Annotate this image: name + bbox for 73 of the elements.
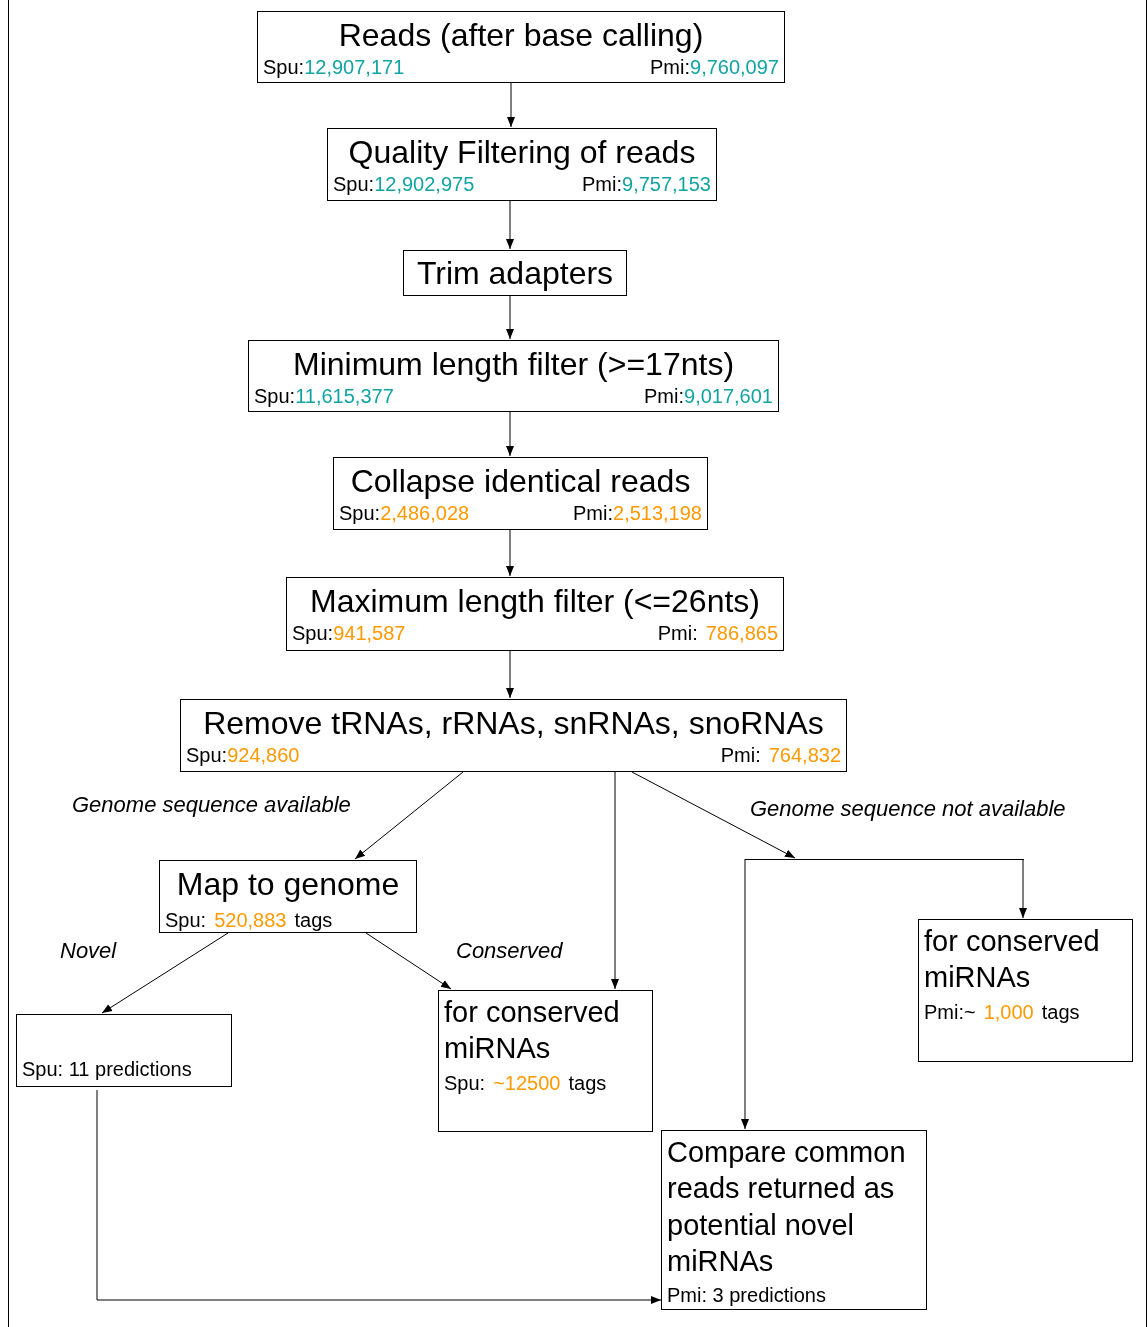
read-count: 2,513,198 [613, 501, 702, 526]
read-count: 12,902,975 [374, 172, 475, 197]
arrow [354, 771, 464, 860]
step-title: Reads (after base calling) [337, 16, 705, 55]
process-box [180, 699, 847, 772]
count-label: Pmi:~ [924, 999, 976, 1025]
count-label: Spu: [444, 1070, 486, 1096]
arrow [506, 411, 514, 457]
arrow [506, 200, 514, 250]
step-title: for conserved miRNAs [924, 924, 1101, 996]
read-count: 11,615,377 [295, 384, 394, 409]
step-title: Map to genome [175, 865, 401, 904]
step-title: Remove tRNAs, rRNAs, snRNAs, snoRNAs [202, 704, 825, 743]
count-label: Pmi: [720, 743, 761, 768]
step-title: Trim adapters [415, 254, 615, 293]
process-box [661, 1130, 927, 1310]
count-label: Spu: [263, 55, 305, 80]
arrow [741, 858, 749, 1130]
arrow [96, 1089, 662, 1304]
prediction-count: Spu: 11 predictions [22, 1057, 193, 1082]
count-label: tags [294, 908, 333, 933]
junction-line [745, 859, 1024, 860]
arrow [506, 529, 514, 577]
process-box [16, 1014, 232, 1087]
count-label: Spu: [186, 743, 228, 768]
step-title: Quality Filtering of reads [347, 133, 697, 172]
process-box [438, 990, 653, 1132]
arrow [611, 771, 619, 990]
process-box [257, 11, 785, 83]
read-count: ~12500 [493, 1070, 561, 1096]
prediction-count: Pmi: 3 predictions [667, 1283, 827, 1308]
process-box [327, 128, 717, 201]
arrow [1019, 858, 1027, 919]
arrow [631, 771, 796, 859]
read-count: 9,757,153 [622, 172, 711, 197]
read-count: 924,860 [227, 743, 300, 768]
count-label: tags [1041, 999, 1080, 1025]
read-count: 941,587 [333, 621, 406, 646]
count-label: Spu: [165, 908, 207, 933]
count-label: Spu: [254, 384, 296, 409]
arrow [506, 295, 514, 340]
arrow [507, 82, 515, 128]
step-title: Collapse identical reads [349, 462, 692, 501]
step-title: Maximum length filter (<=26nts) [309, 582, 761, 621]
arrow [101, 932, 229, 1014]
count-label: Spu: [333, 172, 375, 197]
process-box [159, 860, 417, 933]
step-title: Minimum length filter (>=17nts) [291, 345, 736, 384]
count-label: Pmi: [650, 55, 690, 80]
read-count: 2,486,028 [380, 501, 470, 526]
count-label: Pmi: [582, 172, 622, 197]
process-box [286, 577, 784, 651]
process-box [248, 340, 779, 412]
count-label: Pmi: [644, 384, 684, 409]
arrow [365, 932, 452, 990]
arrow [506, 650, 514, 699]
read-count: 520,883 [214, 908, 287, 933]
count-label: tags [568, 1070, 607, 1096]
read-count: 764,832 [768, 743, 841, 768]
count-label: Spu: [339, 501, 381, 526]
count-label: Pmi: [573, 501, 613, 526]
process-box [333, 457, 708, 530]
process-box [403, 250, 627, 296]
step-title: for conserved miRNAs [444, 995, 621, 1067]
read-count: 9,017,601 [684, 384, 773, 409]
process-box [918, 919, 1133, 1062]
count-label: Pmi: [657, 621, 698, 646]
read-count: 1,000 [983, 999, 1034, 1025]
read-count: 786,865 [705, 621, 778, 646]
step-title: Compare common reads returned as potential novel miRNAs [667, 1135, 907, 1279]
read-count: 12,907,171 [304, 55, 405, 80]
count-label: Spu: [292, 621, 334, 646]
read-count: 9,760,097 [690, 55, 779, 80]
